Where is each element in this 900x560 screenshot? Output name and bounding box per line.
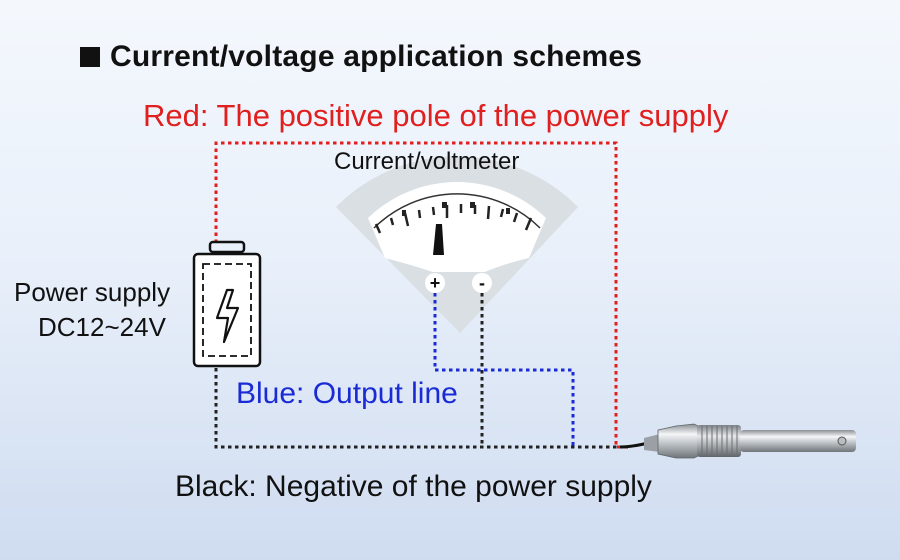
probe-thread xyxy=(697,425,741,457)
blue-wire xyxy=(433,293,575,447)
sensor-probe-icon xyxy=(619,423,856,459)
probe-thread-lines xyxy=(701,426,738,456)
meter-scale-marks xyxy=(402,202,510,216)
meter-scale-arc xyxy=(373,193,541,229)
lightning-icon xyxy=(215,288,240,344)
battery-icon xyxy=(192,240,262,368)
probe-shaft xyxy=(740,430,856,452)
red-wire-label: Red: The positive pole of the power supp… xyxy=(143,98,729,133)
probe-cable-sleeve xyxy=(644,434,660,452)
battery-cap xyxy=(208,240,246,254)
meter-dial-face xyxy=(368,181,546,272)
battery-inner-frame xyxy=(202,263,252,357)
meter-terminal-negative xyxy=(472,273,492,293)
power-supply-voltage-label: DC12~24V xyxy=(38,312,166,342)
meter-label: Current/voltmeter xyxy=(334,148,520,175)
meter-scale-ticks xyxy=(374,204,533,234)
meter-needle-icon xyxy=(433,224,444,255)
blue-wire-label: Blue: Output line xyxy=(236,377,458,410)
current-voltmeter: + - xyxy=(336,156,578,333)
title-square-icon xyxy=(80,47,100,67)
power-supply-label: Power supply xyxy=(14,277,171,307)
black-wire xyxy=(214,293,628,449)
page-title-text: Current/voltage application schemes xyxy=(110,40,643,73)
terminal-negative-label: - xyxy=(479,273,485,293)
meter-terminal-positive xyxy=(425,273,445,293)
probe-cable xyxy=(619,441,649,449)
battery-body xyxy=(192,252,262,368)
terminal-positive-label: + xyxy=(430,273,441,293)
probe-tip-hole xyxy=(837,436,847,446)
black-wire-label: Black: Negative of the power supply xyxy=(175,470,652,503)
page-title: Current/voltage application schemes xyxy=(80,40,642,74)
probe-hex-nut xyxy=(657,423,699,459)
